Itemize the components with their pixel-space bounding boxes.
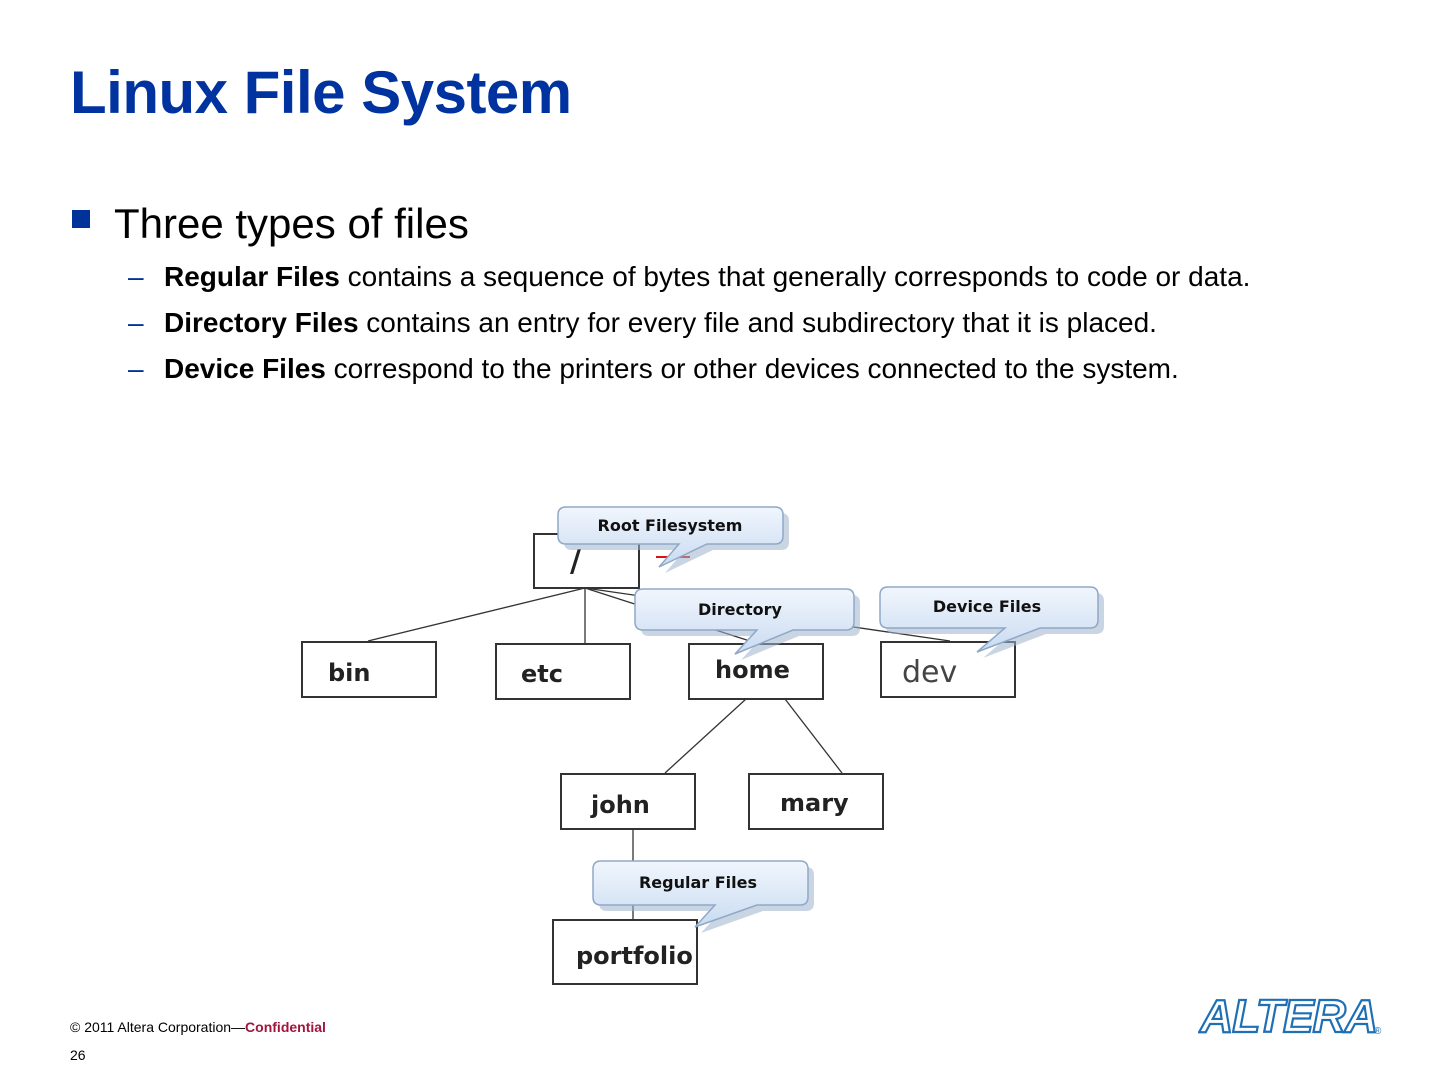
node-root: /: [570, 544, 581, 579]
node-dev: dev: [902, 655, 957, 690]
node-mary: mary: [780, 789, 849, 817]
term-device-files: Device Files: [164, 353, 326, 384]
node-john: john: [590, 791, 650, 819]
footer-copyright: © 2011 Altera Corporation—Confidential: [70, 1019, 326, 1035]
callout-directory: Directory: [634, 588, 860, 660]
tree-node-boxes: [301, 533, 1016, 985]
altera-logo: ALTERA ®: [1198, 993, 1382, 1039]
callout-device-files: Device Files: [879, 586, 1104, 658]
desc-directory-files: contains an entry for every file and sub…: [358, 307, 1157, 338]
sub-bullet-device-files: – Device Files correspond to the printer…: [128, 350, 1328, 388]
callout-regular-label: Regular Files: [639, 873, 757, 892]
slide-title: Linux File System: [70, 59, 572, 126]
sub-bullet-directory-files: – Directory Files contains an entry for …: [128, 304, 1328, 342]
copyright-text: © 2011 Altera Corporation—: [70, 1019, 246, 1035]
callout-root-filesystem: Root Filesystem: [557, 506, 789, 573]
term-directory-files: Directory Files: [164, 307, 359, 338]
dash-icon: –: [128, 353, 144, 384]
registered-mark: ®: [1374, 1026, 1382, 1037]
confidential-label: Confidential: [245, 1019, 326, 1035]
bullet-text: Three types of files: [114, 200, 469, 247]
sub-bullet-regular-files: – Regular Files contains a sequence of b…: [128, 258, 1328, 296]
node-etc: etc: [521, 660, 563, 688]
dash-icon: –: [128, 261, 144, 292]
node-home: home: [715, 656, 790, 684]
term-regular-files: Regular Files: [164, 261, 340, 292]
desc-device-files: correspond to the printers or other devi…: [325, 353, 1179, 384]
square-bullet-icon: [72, 210, 90, 228]
node-bin: bin: [328, 659, 371, 687]
bullet-three-types: Three types of files: [72, 200, 469, 248]
file-system-tree-diagram: / bin etc home dev john mary portfolio R…: [301, 506, 1104, 985]
node-portfolio: portfolio: [576, 942, 693, 970]
desc-regular-files: contains a sequence of bytes that genera…: [339, 261, 1251, 292]
callout-device-label: Device Files: [933, 597, 1041, 616]
callout-directory-label: Directory: [698, 600, 783, 619]
callout-root-label: Root Filesystem: [598, 516, 743, 535]
sub-bullet-list: – Regular Files contains a sequence of b…: [128, 258, 1328, 396]
altera-logo-text: ALTERA: [1199, 993, 1377, 1039]
page-number: 26: [70, 1047, 86, 1063]
dash-icon: –: [128, 307, 144, 338]
callout-regular-files: Regular Files: [592, 860, 814, 933]
